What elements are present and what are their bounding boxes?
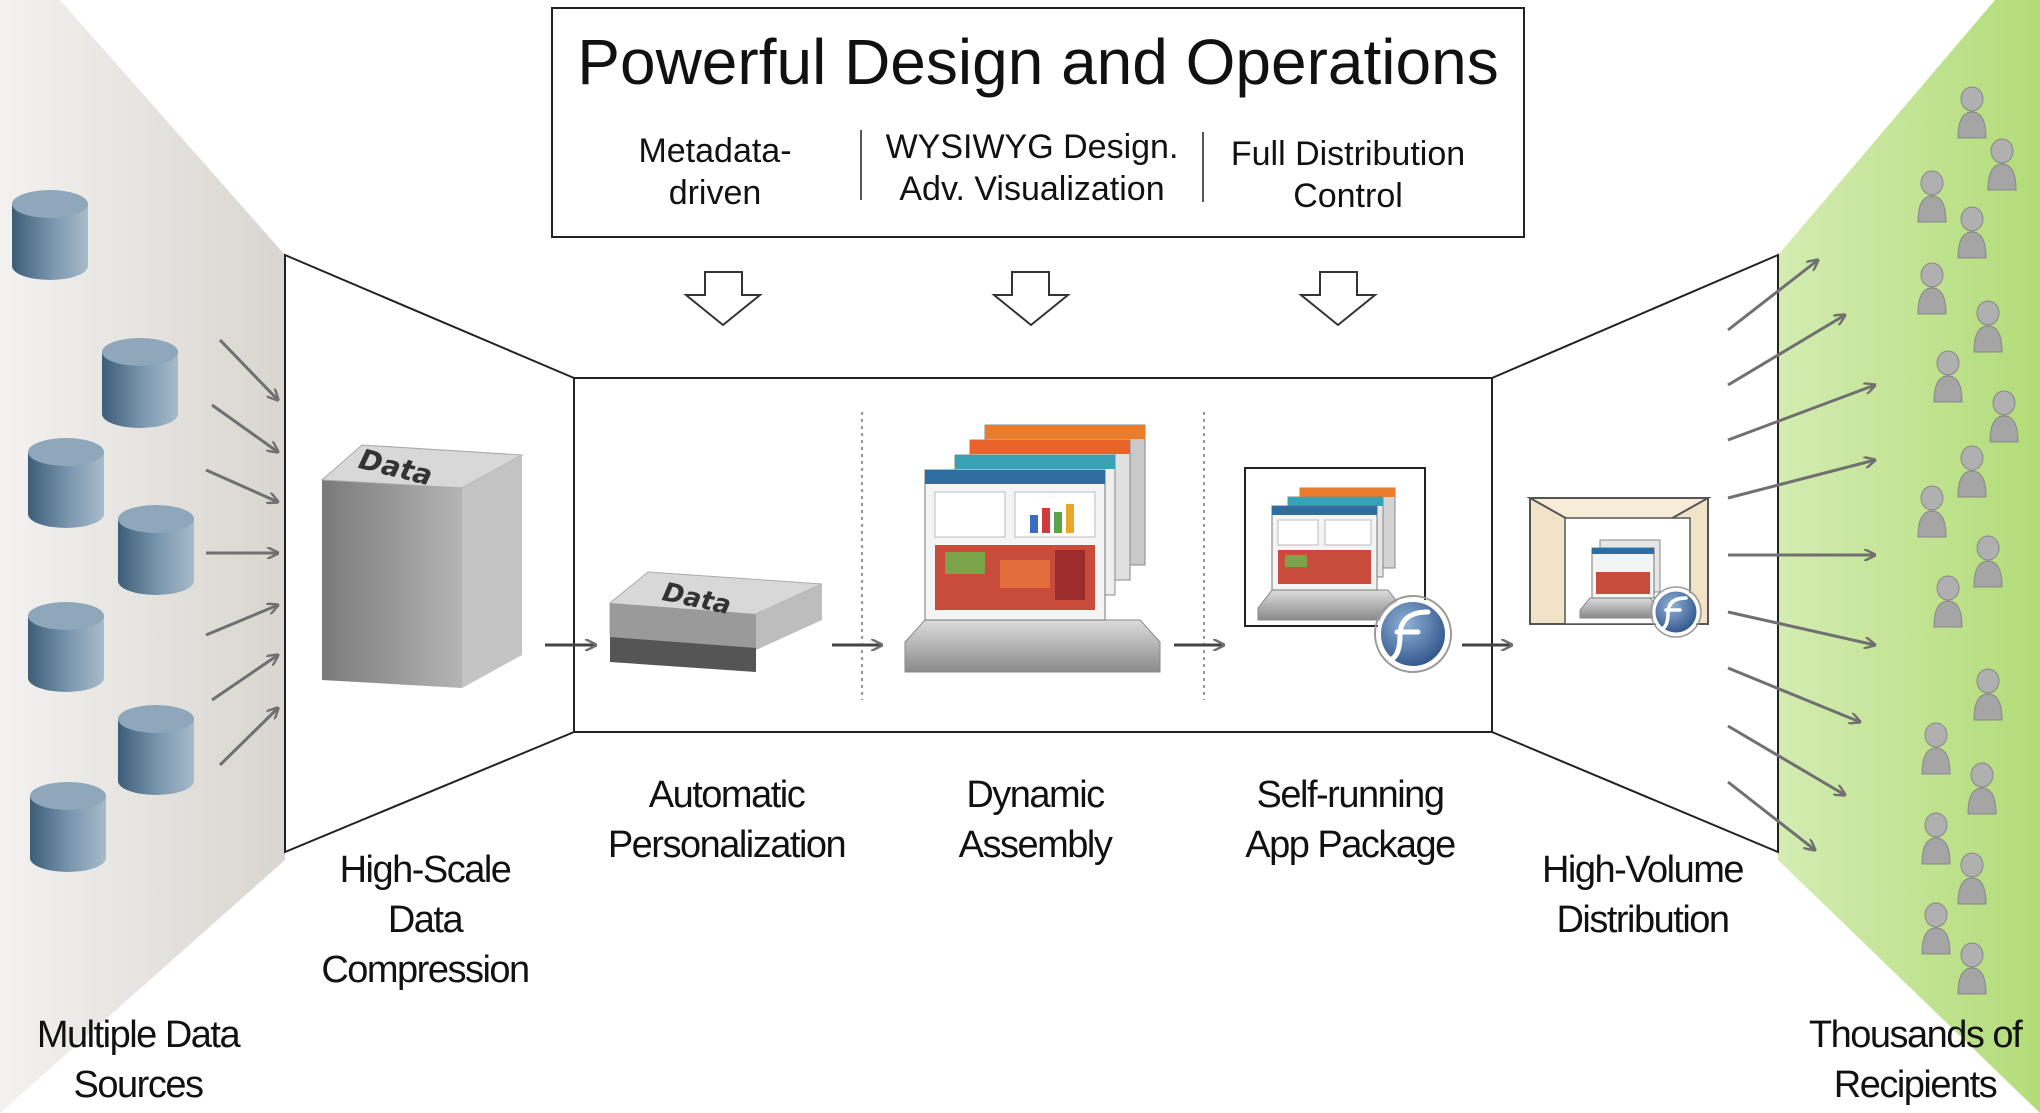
- down-arrow-icon: [1298, 271, 1378, 327]
- feature-distribution-control: Full Distribution Control: [1230, 135, 1466, 215]
- page-title: Powerful Design and Operations: [577, 26, 1499, 98]
- database-icon: [30, 782, 106, 872]
- app-package-icon: [1244, 467, 1426, 627]
- label-thousands-of-recipients: Thousands of Recipients: [1808, 1014, 2023, 1106]
- label-high-volume-distribution: High-Volume Distribution: [1541, 849, 1745, 941]
- label-dynamic-assembly: Dynamic Assembly: [958, 774, 1113, 866]
- data-cube-small-icon: Data: [609, 571, 823, 672]
- down-arrow-icon: [683, 271, 763, 327]
- data-cube-large-icon: Data: [320, 442, 524, 688]
- database-icon: [118, 505, 194, 595]
- feature-metadata: Metadata- driven: [638, 132, 792, 212]
- label-data-compression: High-Scale Data Compression: [321, 849, 530, 991]
- flash-icon: [1374, 595, 1452, 673]
- down-arrow-icon: [991, 271, 1071, 327]
- label-app-package: Self-running App Package: [1245, 774, 1456, 866]
- down-arrows: [683, 271, 1378, 327]
- feature-wysiwyg: WYSIWYG Design. Adv. Visualization: [885, 128, 1179, 208]
- label-multiple-data-sources: Multiple Data Sources: [36, 1014, 241, 1106]
- database-icon: [102, 338, 178, 428]
- recipients-fade: [1778, 0, 2040, 1113]
- flash-icon: [1650, 586, 1702, 638]
- label-automatic-personalization: Automatic Personalization: [607, 774, 847, 866]
- inbound-arrows: [205, 338, 278, 767]
- header-box: [551, 7, 1525, 238]
- database-icon: [12, 190, 88, 280]
- dashboard-stack-icon: [904, 424, 1161, 673]
- database-icon: [118, 705, 194, 795]
- database-icon: [28, 438, 104, 528]
- outbound-arrows: [1727, 260, 1875, 850]
- database-icon: [28, 602, 104, 692]
